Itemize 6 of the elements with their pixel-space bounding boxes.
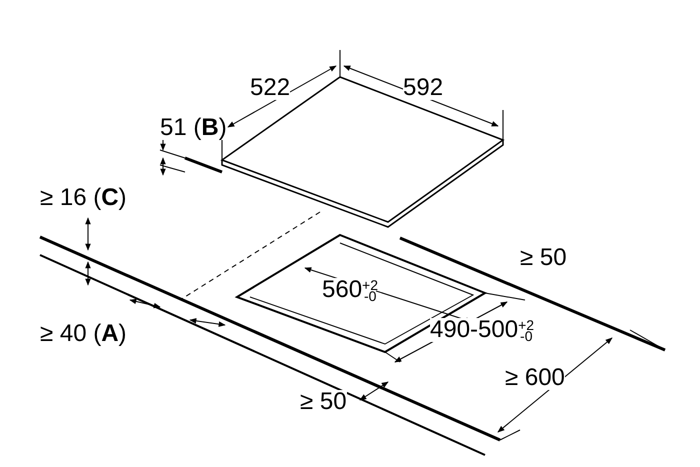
- dimension-label: ≥ 16 (C): [40, 186, 127, 210]
- dimension-label: 522: [250, 76, 290, 100]
- dimension-label: ≥ 600: [505, 366, 565, 390]
- dimension-label: ≥ 40 (A): [40, 322, 127, 346]
- dimension-label: 592: [403, 76, 444, 100]
- dimension-label: 51 (B): [160, 116, 227, 140]
